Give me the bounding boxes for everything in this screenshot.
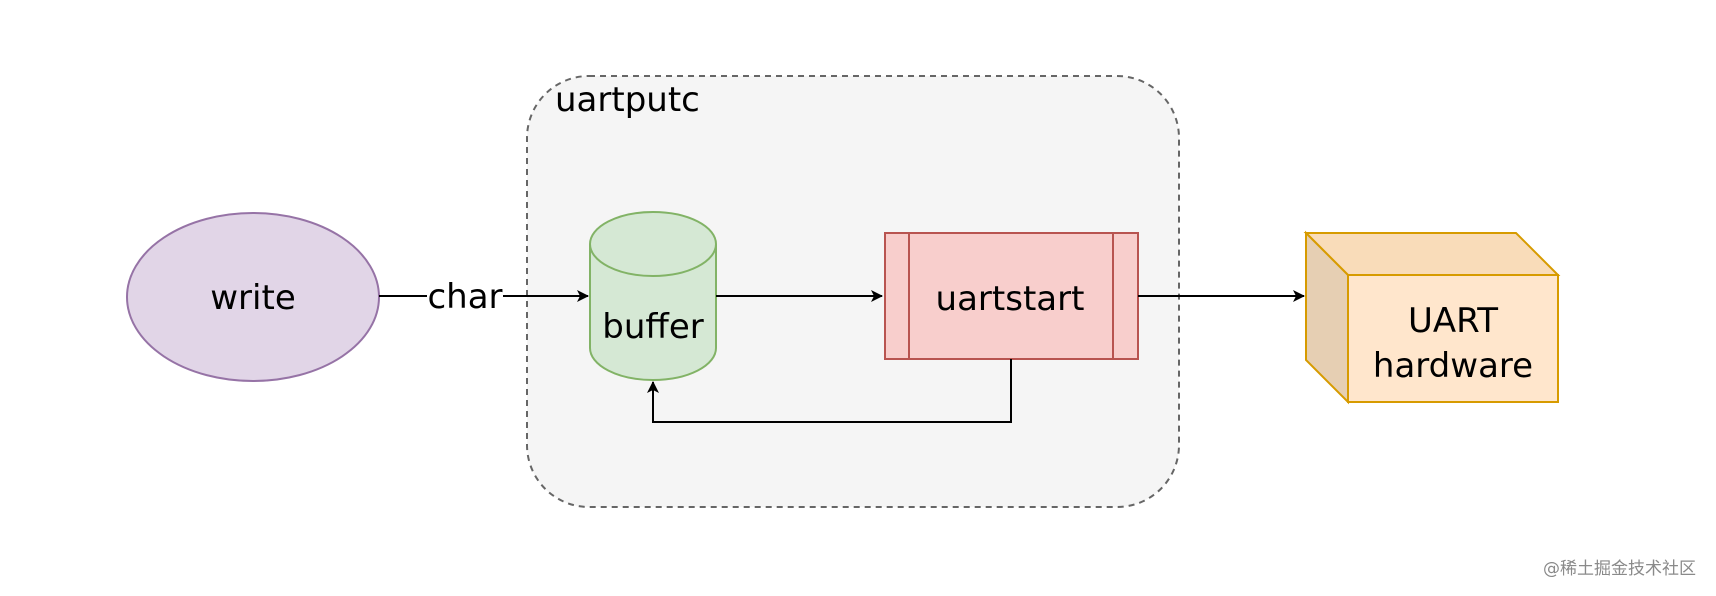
uartstart-label: uartstart <box>936 279 1085 319</box>
buffer-label: buffer <box>602 307 703 347</box>
uartputc-group <box>526 75 1180 508</box>
uartstart-node <box>884 232 1139 360</box>
watermark: @稀土掘金技术社区 <box>1543 559 1696 579</box>
buffer-top <box>589 211 717 277</box>
hardware-cube-top <box>1303 232 1561 276</box>
edge-uartstart-to-buffer <box>647 359 1012 423</box>
hardware-label-line1: UART <box>1408 301 1498 341</box>
hardware-node <box>1347 274 1559 403</box>
edge-label-char: char <box>427 277 502 317</box>
group-label: uartputc <box>555 80 700 120</box>
write-label: write <box>210 278 295 318</box>
hardware-label-line2: hardware <box>1373 346 1533 386</box>
buffer-node <box>589 244 717 381</box>
